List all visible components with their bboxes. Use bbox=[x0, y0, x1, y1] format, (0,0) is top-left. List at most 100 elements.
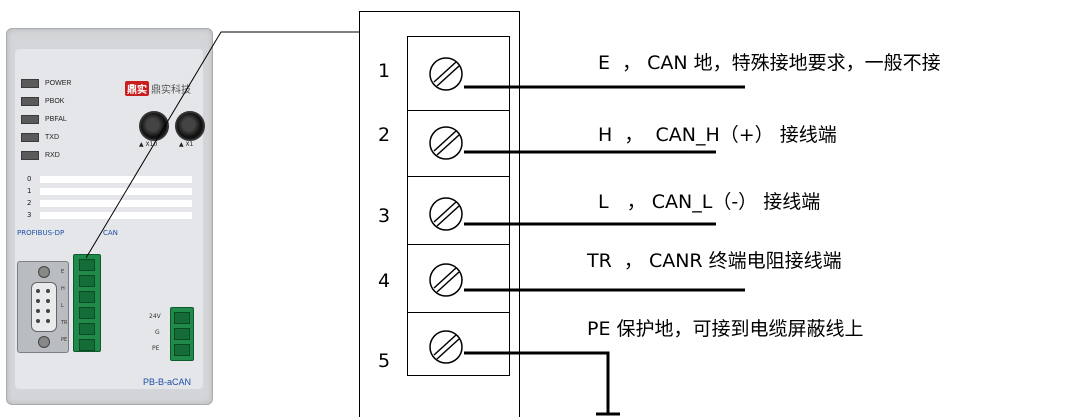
wire-sep: ， bbox=[611, 250, 643, 272]
wire-pin: L bbox=[598, 191, 609, 213]
pin-icon bbox=[36, 309, 40, 313]
model-label: PB-B-aCAN bbox=[143, 377, 192, 387]
wiring-desc-pe: PE 保护地，可接到电缆屏蔽线上 bbox=[587, 314, 864, 341]
terminal-cell bbox=[174, 328, 190, 340]
terminal-block-frame bbox=[359, 11, 520, 417]
wiring-desc-tr: TR ， CANR 终端电阻接线端 bbox=[587, 246, 842, 273]
brand-name: 鼎实科技 bbox=[151, 85, 191, 96]
dial-label-x1: ▲ X1 bbox=[179, 141, 194, 148]
terminal-divider bbox=[407, 244, 510, 245]
terminal-number: 3 bbox=[378, 205, 391, 227]
terminal-divider bbox=[407, 312, 510, 313]
wire-sep: ， bbox=[608, 191, 646, 213]
row-bar bbox=[40, 176, 192, 183]
wire-sep: ， bbox=[610, 52, 642, 74]
wire-pin: H bbox=[598, 124, 613, 146]
row-bar bbox=[40, 212, 192, 219]
led-power: POWER bbox=[21, 77, 71, 89]
led-label: PBFAL bbox=[45, 115, 67, 123]
pin-icon bbox=[36, 319, 40, 323]
led-indicator bbox=[21, 114, 39, 124]
wire-desc: CAN_L（-） 接线端 bbox=[651, 191, 821, 213]
led-label: RXD bbox=[45, 151, 60, 159]
dial-label-text: X10 bbox=[145, 141, 158, 148]
pin-icon bbox=[46, 289, 50, 293]
led-txd: TXD bbox=[21, 131, 59, 143]
terminal-cell bbox=[174, 312, 190, 324]
terminal-number: 4 bbox=[378, 270, 391, 292]
terminal-block-body bbox=[407, 36, 510, 376]
screw-icon bbox=[38, 266, 50, 278]
wire-pin: TR bbox=[587, 250, 612, 272]
pin-icon bbox=[46, 299, 50, 303]
dial-label-x10: ▲ X10 bbox=[139, 141, 158, 148]
power-pin-label: G bbox=[155, 329, 160, 336]
terminal-divider bbox=[407, 110, 510, 111]
led-label: POWER bbox=[45, 79, 72, 87]
rotary-switch-x10[interactable] bbox=[139, 111, 169, 141]
db9-socket bbox=[31, 282, 57, 332]
led-indicator bbox=[21, 78, 39, 88]
row-number: 3 bbox=[27, 211, 32, 219]
terminal-number: 2 bbox=[378, 124, 391, 146]
terminal-cell bbox=[79, 323, 95, 335]
rotary-switch-x1[interactable] bbox=[175, 111, 205, 141]
led-indicator bbox=[21, 150, 39, 160]
wiring-desc-e: E ， CAN 地，特殊接地要求，一般不接 bbox=[598, 48, 941, 75]
can-pin-label: H bbox=[61, 286, 65, 292]
can-terminal-connector bbox=[73, 254, 101, 352]
row-number: 1 bbox=[27, 187, 32, 195]
row-number: 2 bbox=[27, 199, 32, 207]
db9-connector bbox=[17, 261, 69, 353]
row-number: 0 bbox=[27, 175, 32, 183]
led-label: TXD bbox=[45, 133, 59, 141]
wire-pin: E bbox=[598, 52, 611, 74]
terminal-cell bbox=[79, 259, 95, 271]
screw-icon bbox=[38, 336, 50, 348]
led-pbfal: PBFAL bbox=[21, 113, 67, 125]
terminal-cell bbox=[79, 339, 95, 351]
pin-icon bbox=[46, 319, 50, 323]
pb-b-acan-device: POWER PBOK PBFAL TXD RXD 鼎实 鼎实科技 ▲ X10 ▲… bbox=[6, 28, 213, 405]
can-pin-label: L bbox=[61, 303, 64, 309]
wire-desc: 保护地，可接到电缆屏蔽线上 bbox=[616, 318, 864, 340]
pin-icon bbox=[36, 289, 40, 293]
can-pin-label: E bbox=[61, 269, 65, 275]
terminal-screw-icon[interactable] bbox=[428, 329, 464, 365]
terminal-number: 1 bbox=[378, 60, 391, 82]
terminal-screw-icon[interactable] bbox=[428, 56, 464, 92]
led-indicator bbox=[21, 132, 39, 142]
terminal-cell bbox=[79, 307, 95, 319]
terminal-screw-icon[interactable] bbox=[428, 262, 464, 298]
terminal-cell bbox=[79, 291, 95, 303]
power-terminal-connector bbox=[170, 307, 194, 361]
can-pin-label: PE bbox=[61, 337, 68, 343]
wire-desc: CAN_H（+） 接线端 bbox=[649, 124, 837, 146]
wire-pin: PE bbox=[587, 318, 611, 340]
can-label: CAN bbox=[103, 229, 118, 237]
wire-sep: ， bbox=[612, 124, 644, 146]
led-pbok: PBOK bbox=[21, 95, 64, 107]
wiring-desc-l: L ， CAN_L（-） 接线端 bbox=[598, 187, 820, 214]
row-bar bbox=[40, 200, 192, 207]
brand-mark: 鼎实 bbox=[125, 81, 149, 96]
brand-logo: 鼎实 鼎实科技 bbox=[125, 81, 191, 96]
wiring-desc-h: H ， CAN_H（+） 接线端 bbox=[598, 120, 837, 147]
terminal-divider bbox=[407, 176, 510, 177]
leader-line bbox=[85, 31, 359, 259]
pin-icon bbox=[36, 299, 40, 303]
can-pin-label: TR bbox=[61, 320, 68, 326]
led-rxd: RXD bbox=[21, 149, 60, 161]
profibus-label: PROFIBUS-DP bbox=[17, 229, 65, 237]
terminal-cell bbox=[79, 275, 95, 287]
terminal-screw-icon[interactable] bbox=[428, 196, 464, 232]
dial-label-text: X1 bbox=[185, 141, 194, 148]
power-pin-label: 24V bbox=[149, 313, 161, 320]
terminal-screw-icon[interactable] bbox=[428, 125, 464, 161]
wire-line-5 bbox=[464, 351, 610, 414]
led-label: PBOK bbox=[45, 97, 65, 105]
terminal-number: 5 bbox=[378, 350, 391, 372]
terminal-cell bbox=[174, 344, 190, 356]
wire-desc: CANR 终端电阻接线端 bbox=[648, 250, 842, 272]
